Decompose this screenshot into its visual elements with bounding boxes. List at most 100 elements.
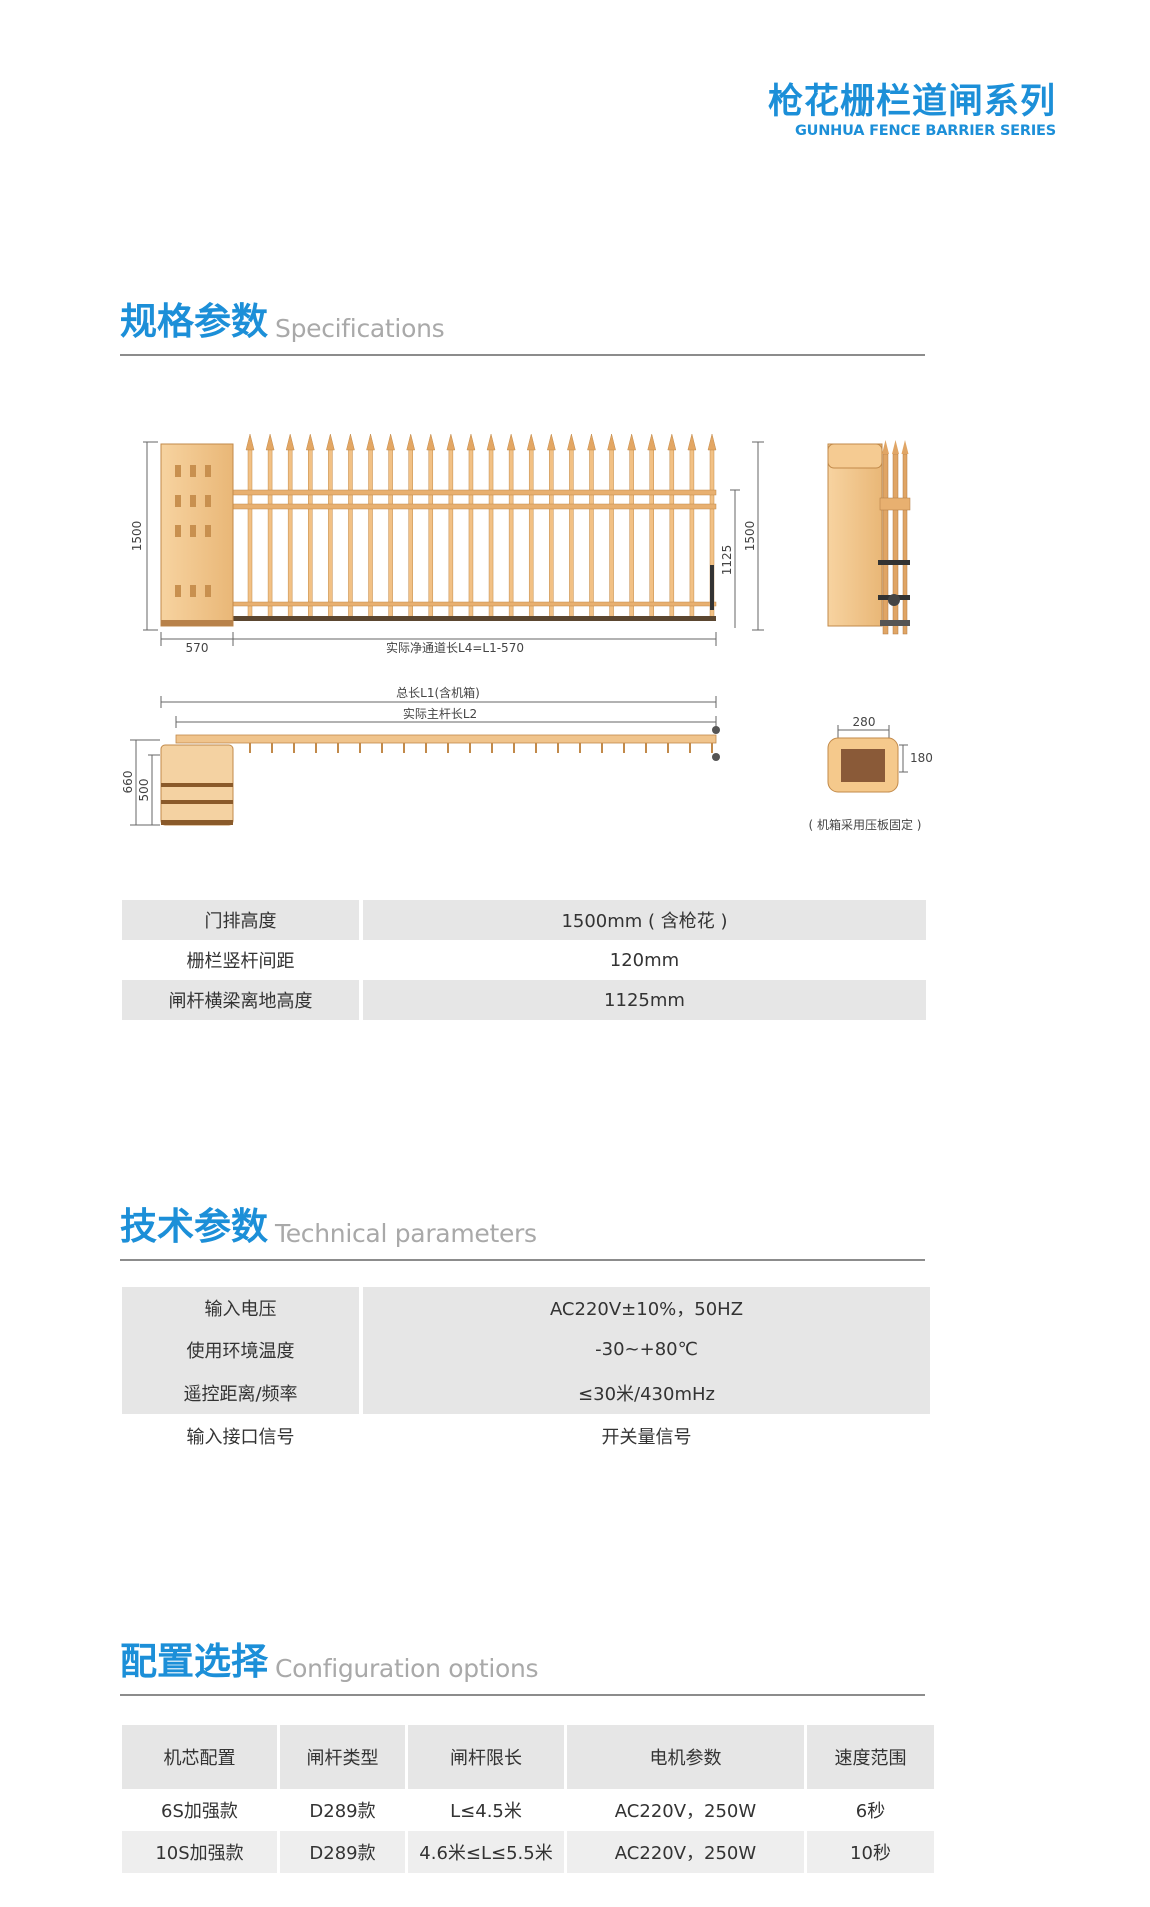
config-title-cn: 配置选择 (120, 1640, 268, 1683)
fence-pickets (245, 433, 717, 619)
picket-spear-tip (587, 433, 596, 451)
column-header: 闸杆限长 (408, 1725, 567, 1789)
picket-spear-tip (285, 433, 295, 451)
picket-spear-tip (647, 433, 657, 451)
tech-title-cn: 技术参数 (120, 1205, 268, 1248)
dim-passage-length: 实际净通道长L4=L1-570 (386, 640, 524, 655)
table-row: 6S加强款 D289款 L≤4.5米 AC220V，250W 6秒 (122, 1789, 934, 1831)
table-cell: 10秒 (807, 1831, 934, 1873)
tech-title-en: Technical parameters (275, 1219, 537, 1248)
beam-end-support (710, 565, 714, 610)
base-fix-note: ( 机箱采用压板固定 ) (809, 817, 922, 832)
column-header: 速度范围 (807, 1725, 934, 1789)
dim-main-bar-length: 实际主杆长L2 (403, 706, 477, 721)
main-bar (175, 734, 717, 744)
table-cell: 6S加强款 (122, 1789, 280, 1831)
picket-spear-tip (426, 433, 436, 451)
table-row: 使用环境温度 -30~+80℃ (122, 1328, 930, 1371)
fence-picket (629, 447, 634, 619)
vent-slot (190, 525, 196, 537)
brand-header: 枪花栅栏道闸系列 GUNHUA FENCE BARRIER SERIES (768, 82, 1056, 140)
dim-660: 660 (121, 771, 135, 794)
fence-picket (468, 447, 474, 619)
table-row: 门排高度 1500mm ( 含枪花 ) (122, 900, 926, 940)
specs-section-header: 规格参数 Specifications (120, 300, 925, 356)
fence-picket (508, 447, 514, 619)
vent-slot (190, 495, 196, 507)
picket-spear-tip (245, 433, 255, 451)
fence-picket (649, 447, 654, 619)
picket-spear-tip (265, 433, 275, 451)
picket-spear-tip (607, 433, 616, 451)
vent-slot (175, 525, 181, 537)
base-opening (841, 749, 885, 782)
picket-spear-tip (486, 433, 496, 451)
brand-title-cn: 枪花栅栏道闸系列 (767, 82, 1056, 122)
fence-picket (408, 447, 413, 619)
table-cell: AC220V，250W (567, 1831, 807, 1873)
cabinet-base-strip (161, 620, 233, 626)
fence-picket (589, 447, 594, 619)
tech-label: 输入接口信号 (122, 1414, 363, 1457)
vent-slot (205, 585, 211, 597)
table-row: 输入接口信号 开关量信号 (122, 1414, 930, 1457)
brand-title-en: GUNHUA FENCE BARRIER SERIES (794, 123, 1056, 139)
fence-picket (348, 447, 353, 619)
column-header: 闸杆类型 (280, 1725, 408, 1789)
vent-slot (175, 465, 181, 477)
column-header: 机芯配置 (122, 1725, 280, 1789)
config-section-header: 配置选择 Configuration options (120, 1640, 925, 1696)
dim-500: 500 (137, 779, 151, 802)
fence-picket (669, 447, 675, 619)
table-row: 输入电压 AC220V±10%，50HZ (122, 1287, 930, 1328)
fence-picket (247, 447, 253, 619)
vent-slot (205, 525, 211, 537)
config-table: 机芯配置 闸杆类型 闸杆限长 电机参数 速度范围 6S加强款 D289款 L≤4… (122, 1725, 934, 1873)
fence-picket (448, 447, 454, 619)
spec-label: 门排高度 (122, 900, 363, 940)
side-view (827, 440, 911, 635)
vent-slot (190, 465, 196, 477)
table-cell: 6秒 (807, 1789, 934, 1831)
fence-picket (549, 447, 554, 619)
dim-base-width: 280 (853, 715, 876, 729)
tech-value: ≤30米/430mHz (363, 1371, 930, 1414)
column-header: 电机参数 (567, 1725, 807, 1789)
picket-spear-tip (707, 433, 717, 451)
spec-value: 120mm (363, 940, 926, 980)
spec-value: 1125mm (363, 980, 926, 1020)
table-header-row: 机芯配置 闸杆类型 闸杆限长 电机参数 速度范围 (122, 1725, 934, 1789)
dim-cabinet-width: 570 (186, 641, 209, 655)
spec-label: 栅栏竖杆间距 (122, 940, 363, 980)
dim-front-height-right: 1500 (743, 521, 757, 552)
dim-front-height-left: 1500 (130, 521, 144, 552)
table-cell: AC220V，250W (567, 1789, 807, 1831)
fence-picket (528, 447, 534, 619)
table-cell: 10S加强款 (122, 1831, 280, 1873)
vent-slot (175, 585, 181, 597)
table-row: 10S加强款 D289款 4.6米≤L≤5.5米 AC220V，250W 10秒 (122, 1831, 934, 1873)
vent-slot (205, 465, 211, 477)
fence-picket (609, 447, 614, 619)
side-cabinet (827, 443, 883, 627)
specs-table: 门排高度 1500mm ( 含枪花 ) 栅栏竖杆间距 120mm 闸杆横梁离地高… (122, 900, 926, 1020)
dim-beam-height: 1125 (720, 545, 734, 576)
config-title-en: Configuration options (275, 1654, 539, 1683)
table-cell: 4.6米≤L≤5.5米 (408, 1831, 567, 1873)
dim-base-depth: 180 (910, 751, 933, 765)
vent-slot (190, 585, 196, 597)
tech-section-header: 技术参数 Technical parameters (120, 1205, 925, 1261)
fence-picket (328, 447, 333, 619)
tech-value: 开关量信号 (363, 1414, 930, 1457)
picket-spear-tip (526, 433, 536, 451)
tech-value: -30~+80℃ (363, 1328, 930, 1371)
picket-spear-tip (346, 433, 355, 451)
picket-spear-tip (687, 433, 697, 451)
fence-picket (287, 447, 293, 619)
tech-label: 输入电压 (122, 1287, 363, 1328)
table-row: 闸杆横梁离地高度 1125mm (122, 980, 926, 1020)
top-view-pickets (249, 743, 713, 753)
picket-spear-tip (506, 433, 516, 451)
fence-picket (428, 447, 434, 619)
fence-lower-rail (231, 601, 717, 607)
